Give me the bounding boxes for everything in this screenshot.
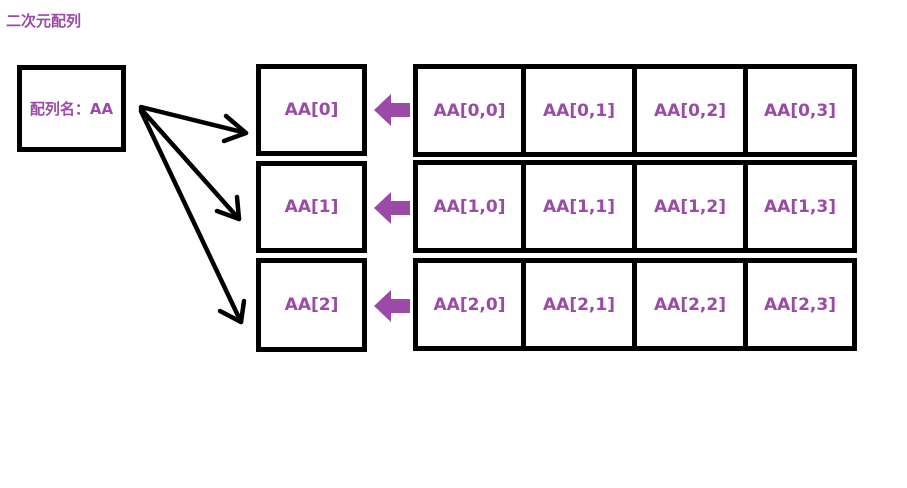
element-label: AA[1,2] xyxy=(654,196,726,217)
pointer-arrow xyxy=(138,104,249,144)
row-ref-box: AA[2] xyxy=(256,258,367,352)
row-ref-box: AA[1] xyxy=(256,161,367,253)
element-label: AA[2,0] xyxy=(433,294,506,315)
left-arrow-icon xyxy=(374,192,410,224)
element-label: AA[1,3] xyxy=(764,196,836,217)
array-name-box: 配列名：AA xyxy=(17,65,126,152)
element-cell: AA[2,2] xyxy=(632,258,748,351)
element-label: AA[0,2] xyxy=(654,100,726,121)
element-cell: AA[1,0] xyxy=(413,160,526,253)
row-ref-label: AA[0] xyxy=(284,100,339,120)
element-label: AA[2,1] xyxy=(543,294,615,315)
row-ref-label: AA[2] xyxy=(284,295,339,315)
element-cell: AA[0,0] xyxy=(413,64,526,157)
element-cell: AA[0,1] xyxy=(521,64,637,157)
element-cell: AA[1,2] xyxy=(632,160,748,253)
array-name-label: 配列名：AA xyxy=(29,100,114,118)
element-cell: AA[1,3] xyxy=(743,160,857,253)
left-arrow-icon xyxy=(374,94,410,126)
element-cell: AA[0,3] xyxy=(743,64,857,157)
element-label: AA[1,0] xyxy=(433,196,506,217)
row-ref-label: AA[1] xyxy=(284,197,339,217)
element-label: AA[2,3] xyxy=(764,294,836,315)
element-label: AA[1,1] xyxy=(543,196,615,217)
element-label: AA[0,0] xyxy=(433,100,506,121)
element-cell: AA[2,3] xyxy=(743,258,857,351)
pointer-arrow xyxy=(138,108,247,325)
element-label: AA[0,1] xyxy=(543,100,615,121)
row-ref-box: AA[0] xyxy=(256,64,367,156)
element-label: AA[2,2] xyxy=(654,294,726,315)
element-cell: AA[1,1] xyxy=(521,160,637,253)
diagram-title: 二次元配列 xyxy=(6,12,82,30)
element-cell: AA[2,1] xyxy=(521,258,637,351)
pointer-arrow xyxy=(138,106,242,222)
element-label: AA[0,3] xyxy=(764,100,836,121)
left-arrow-icon xyxy=(374,290,410,322)
